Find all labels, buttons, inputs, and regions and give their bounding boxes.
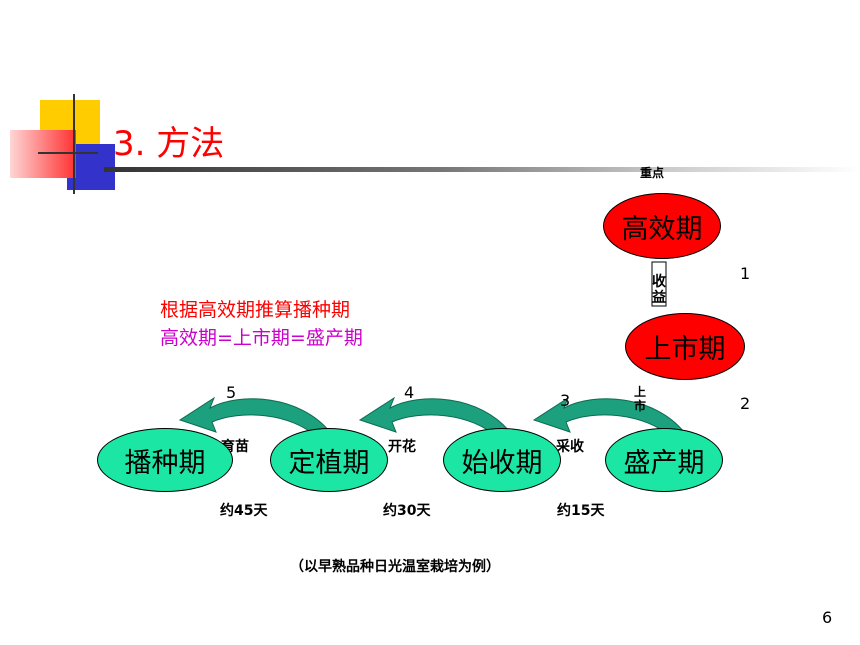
stage-first-harvest: 始收期 — [443, 428, 561, 492]
step-number-4: 4 — [404, 383, 415, 402]
step-number-3: 3 — [560, 391, 571, 410]
key-point-note: 重点 — [640, 166, 665, 180]
label-flowering: 开花 — [388, 439, 416, 455]
slide-title: 3. 方法 — [113, 124, 225, 164]
deco-horizontal-line — [38, 152, 98, 154]
market-vertical-label: 上市 — [633, 385, 646, 413]
caption: （以早熟品种日光温室栽培为例） — [290, 559, 500, 575]
title-rule — [104, 167, 860, 172]
page-number: 6 — [822, 608, 833, 627]
duration-15: 约15天 — [557, 503, 605, 519]
stage-sowing: 播种期 — [97, 428, 233, 492]
stage-transplant: 定植期 — [270, 428, 388, 492]
deco-vertical-line — [73, 94, 75, 194]
label-harvest: 采收 — [556, 439, 584, 455]
curved-arrow-5 — [178, 396, 331, 439]
step-number-5: 5 — [226, 383, 237, 402]
stage-peak: 盛产期 — [605, 428, 723, 492]
instruction-line-1: 根据高效期推算播种期 — [160, 299, 351, 321]
number-2: 2 — [740, 394, 751, 413]
duration-45: 约45天 — [220, 503, 268, 519]
oval-high-efficiency: 高效期 — [603, 193, 721, 259]
down-arrow — [651, 261, 667, 307]
number-1: 1 — [740, 264, 751, 283]
curved-arrow-4 — [358, 396, 511, 439]
curved-arrow-3 — [532, 396, 685, 439]
income-label: 收益 — [652, 274, 666, 306]
oval-market: 上市期 — [625, 313, 745, 380]
deco-red-block — [10, 130, 76, 178]
duration-30: 约30天 — [383, 503, 431, 519]
instruction-line-2: 高效期=上市期=盛产期 — [160, 327, 363, 349]
